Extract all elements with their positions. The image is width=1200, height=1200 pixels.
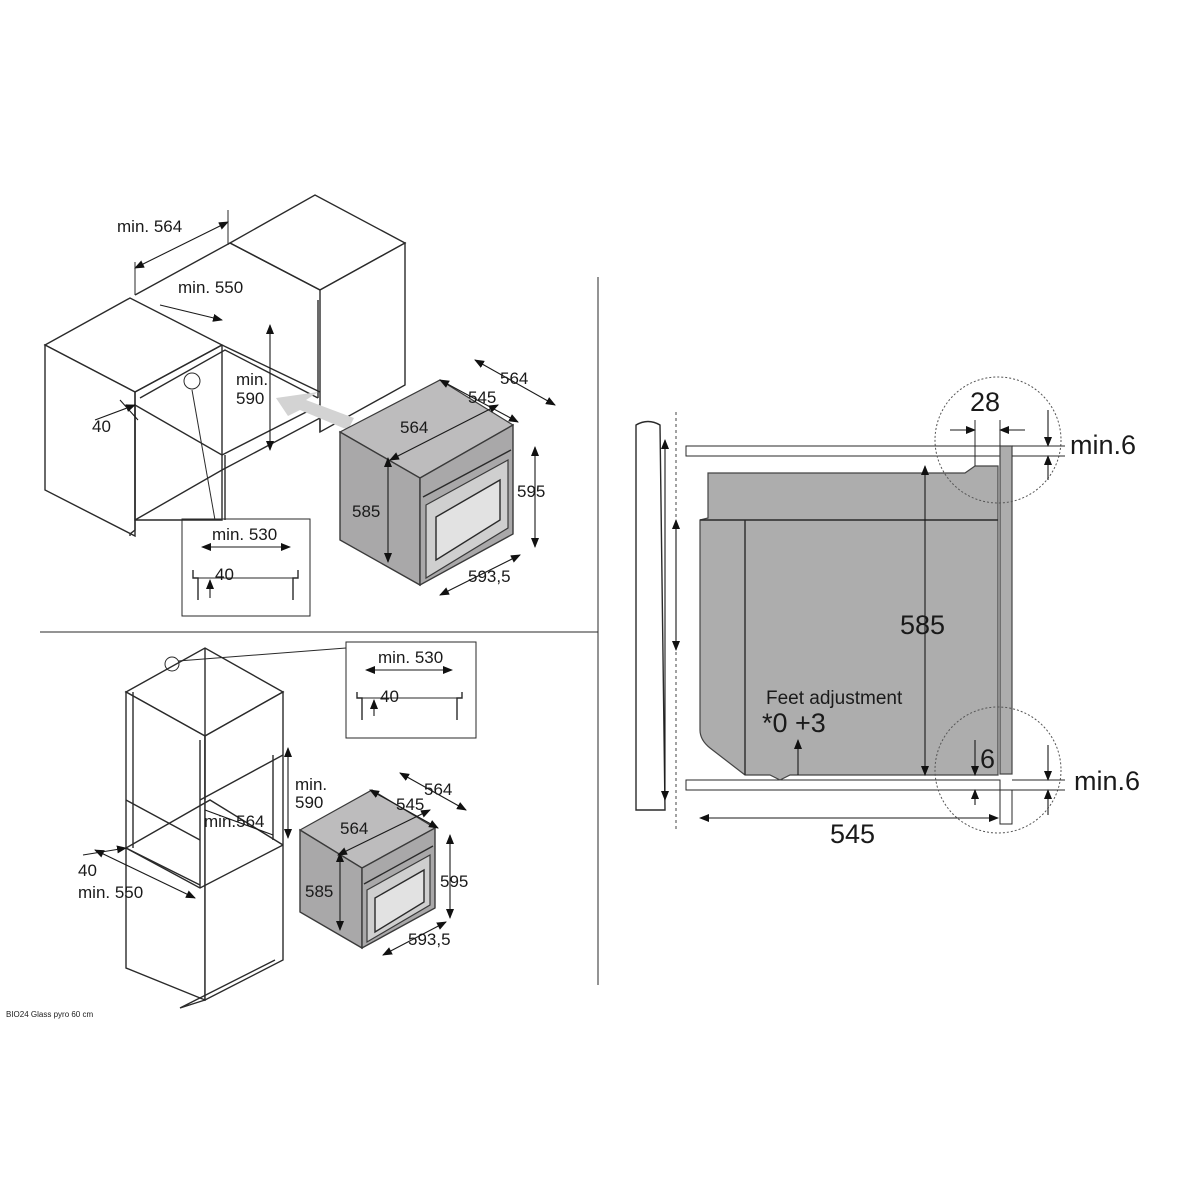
dim-depth-total-b: 564	[424, 780, 452, 799]
dim-height-min-b1: min.	[295, 775, 327, 794]
dim-opening-min: min. 550	[178, 278, 243, 297]
dim-width-b: 564	[340, 819, 368, 838]
dim-width: 564	[400, 418, 428, 437]
feet-adjustment-label: Feet adjustment	[766, 688, 903, 709]
dim-min-bottom: min.6	[1074, 766, 1140, 796]
detail-width-min-b: min. 530	[378, 648, 443, 667]
oven-top-labels: 564 545 564 585 595 593,5	[352, 369, 545, 586]
dim-front-offset-b: 40	[78, 861, 97, 880]
detail-depth: 40	[215, 565, 234, 584]
kitchen-unit-labels: min. 564 min. 550 min. 590 40 min. 530 4…	[92, 217, 277, 584]
kitchen-base-unit	[43, 194, 407, 617]
dim-height-min-line2: 590	[236, 389, 264, 408]
dim-depth-body: 545	[468, 388, 496, 407]
dim-feet: 6	[980, 744, 995, 774]
panel-dividers	[40, 277, 599, 985]
feet-adjustment-value: *0 +3	[762, 708, 826, 738]
dim-depth: 545	[830, 819, 875, 849]
oven-iso-top	[338, 359, 556, 596]
dim-height-min-b2: 590	[295, 793, 323, 812]
oven-bottom-labels: 564 545 564 585 595 593,5	[305, 780, 468, 949]
dim-width-min-b: min.564	[204, 812, 264, 831]
detail-depth-b: 40	[380, 687, 399, 706]
dim-front-offset: 40	[92, 417, 111, 436]
tall-unit-labels: min. 530 40 min. 590 min.564 40 min. 550	[78, 648, 443, 902]
dim-height-body-b: 585	[305, 882, 333, 901]
model-caption: BIO24 Glass pyro 60 cm	[6, 1010, 93, 1019]
oven-iso-bottom	[298, 772, 467, 956]
dim-height-min-line1: min.	[236, 370, 268, 389]
dim-min-top: min.6	[1070, 430, 1136, 460]
dim-opening-min-b: min. 550	[78, 883, 143, 902]
dim-height-body: 585	[352, 502, 380, 521]
dim-depth-total: 564	[500, 369, 528, 388]
dim-front-width: 593,5	[468, 567, 511, 586]
tall-unit	[82, 641, 477, 1009]
dim-depth-body-b: 545	[396, 795, 424, 814]
section-labels: 28 min.6 585 Feet adjustment *0 +3 6 min…	[762, 387, 1140, 849]
dim-width-min: min. 564	[117, 217, 182, 236]
dim-oven-height: 585	[900, 610, 945, 640]
section-view	[635, 376, 1065, 834]
dim-front-width-b: 593,5	[408, 930, 451, 949]
dim-height-total-b: 595	[440, 872, 468, 891]
detail-width-min: min. 530	[212, 525, 277, 544]
dim-gap-top: 28	[970, 387, 1000, 417]
dim-height-total: 595	[517, 482, 545, 501]
